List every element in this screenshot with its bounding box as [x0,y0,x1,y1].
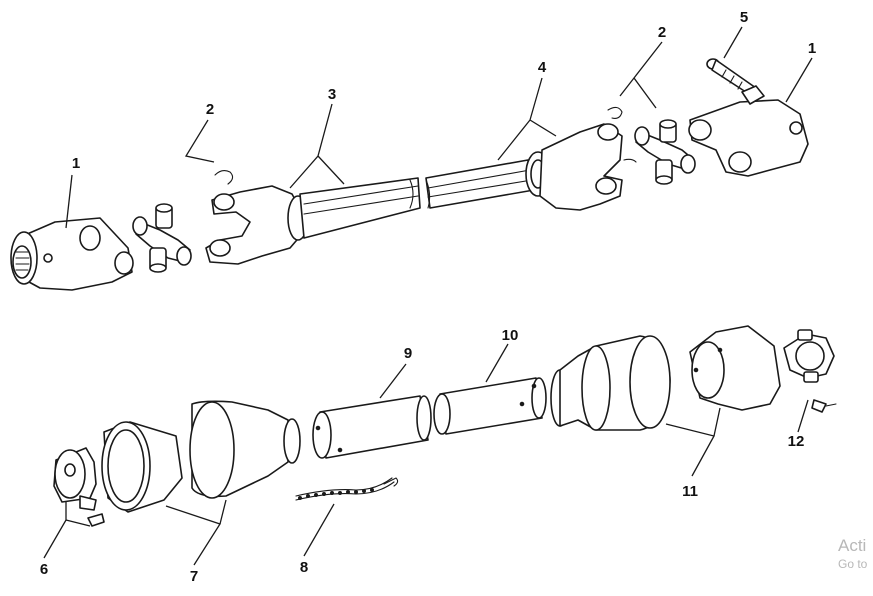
callout-1-right: 1 [808,40,816,57]
callout-8: 8 [300,559,308,576]
callout-10: 10 [502,327,519,344]
callout-labels: 1 2 3 4 5 2 1 9 10 12 11 6 7 8 [40,9,816,585]
part-12-clamp-ring [783,329,837,413]
leader-lines [43,26,813,566]
activation-watermark: Acti Go to [838,536,873,572]
callout-3: 3 [328,86,336,103]
part-11-inner-guard-cone [550,325,781,431]
callout-9: 9 [404,345,412,362]
callout-2-right: 2 [658,24,666,41]
callout-11: 11 [682,483,698,500]
part-8-safety-chain [295,477,399,501]
part-9-outer-guard-tube [312,395,432,459]
callout-4: 4 [538,59,547,76]
part-2-right-cross-bearing [634,119,696,185]
part-2-left-cross-bearing [132,169,234,273]
watermark-line-2: Go to [838,557,868,571]
part-3-inner-yoke-tube [205,177,421,265]
part-6-bearing-ring [53,447,105,527]
callout-5: 5 [740,9,748,26]
callout-2-left: 2 [206,101,214,118]
part-1-left-splined-yoke [10,217,134,291]
part-4-outer-yoke-tube [425,106,637,211]
callout-12: 12 [788,433,805,450]
part-1-right-yoke [688,99,809,177]
part-10-inner-guard-tube [433,377,547,435]
part-7-outer-guard-cone [101,400,301,513]
callout-1-left: 1 [72,155,80,172]
part-5-bolt [706,58,765,105]
callout-7: 7 [190,568,198,585]
callout-6: 6 [40,561,48,578]
watermark-line-1: Acti [838,536,867,555]
